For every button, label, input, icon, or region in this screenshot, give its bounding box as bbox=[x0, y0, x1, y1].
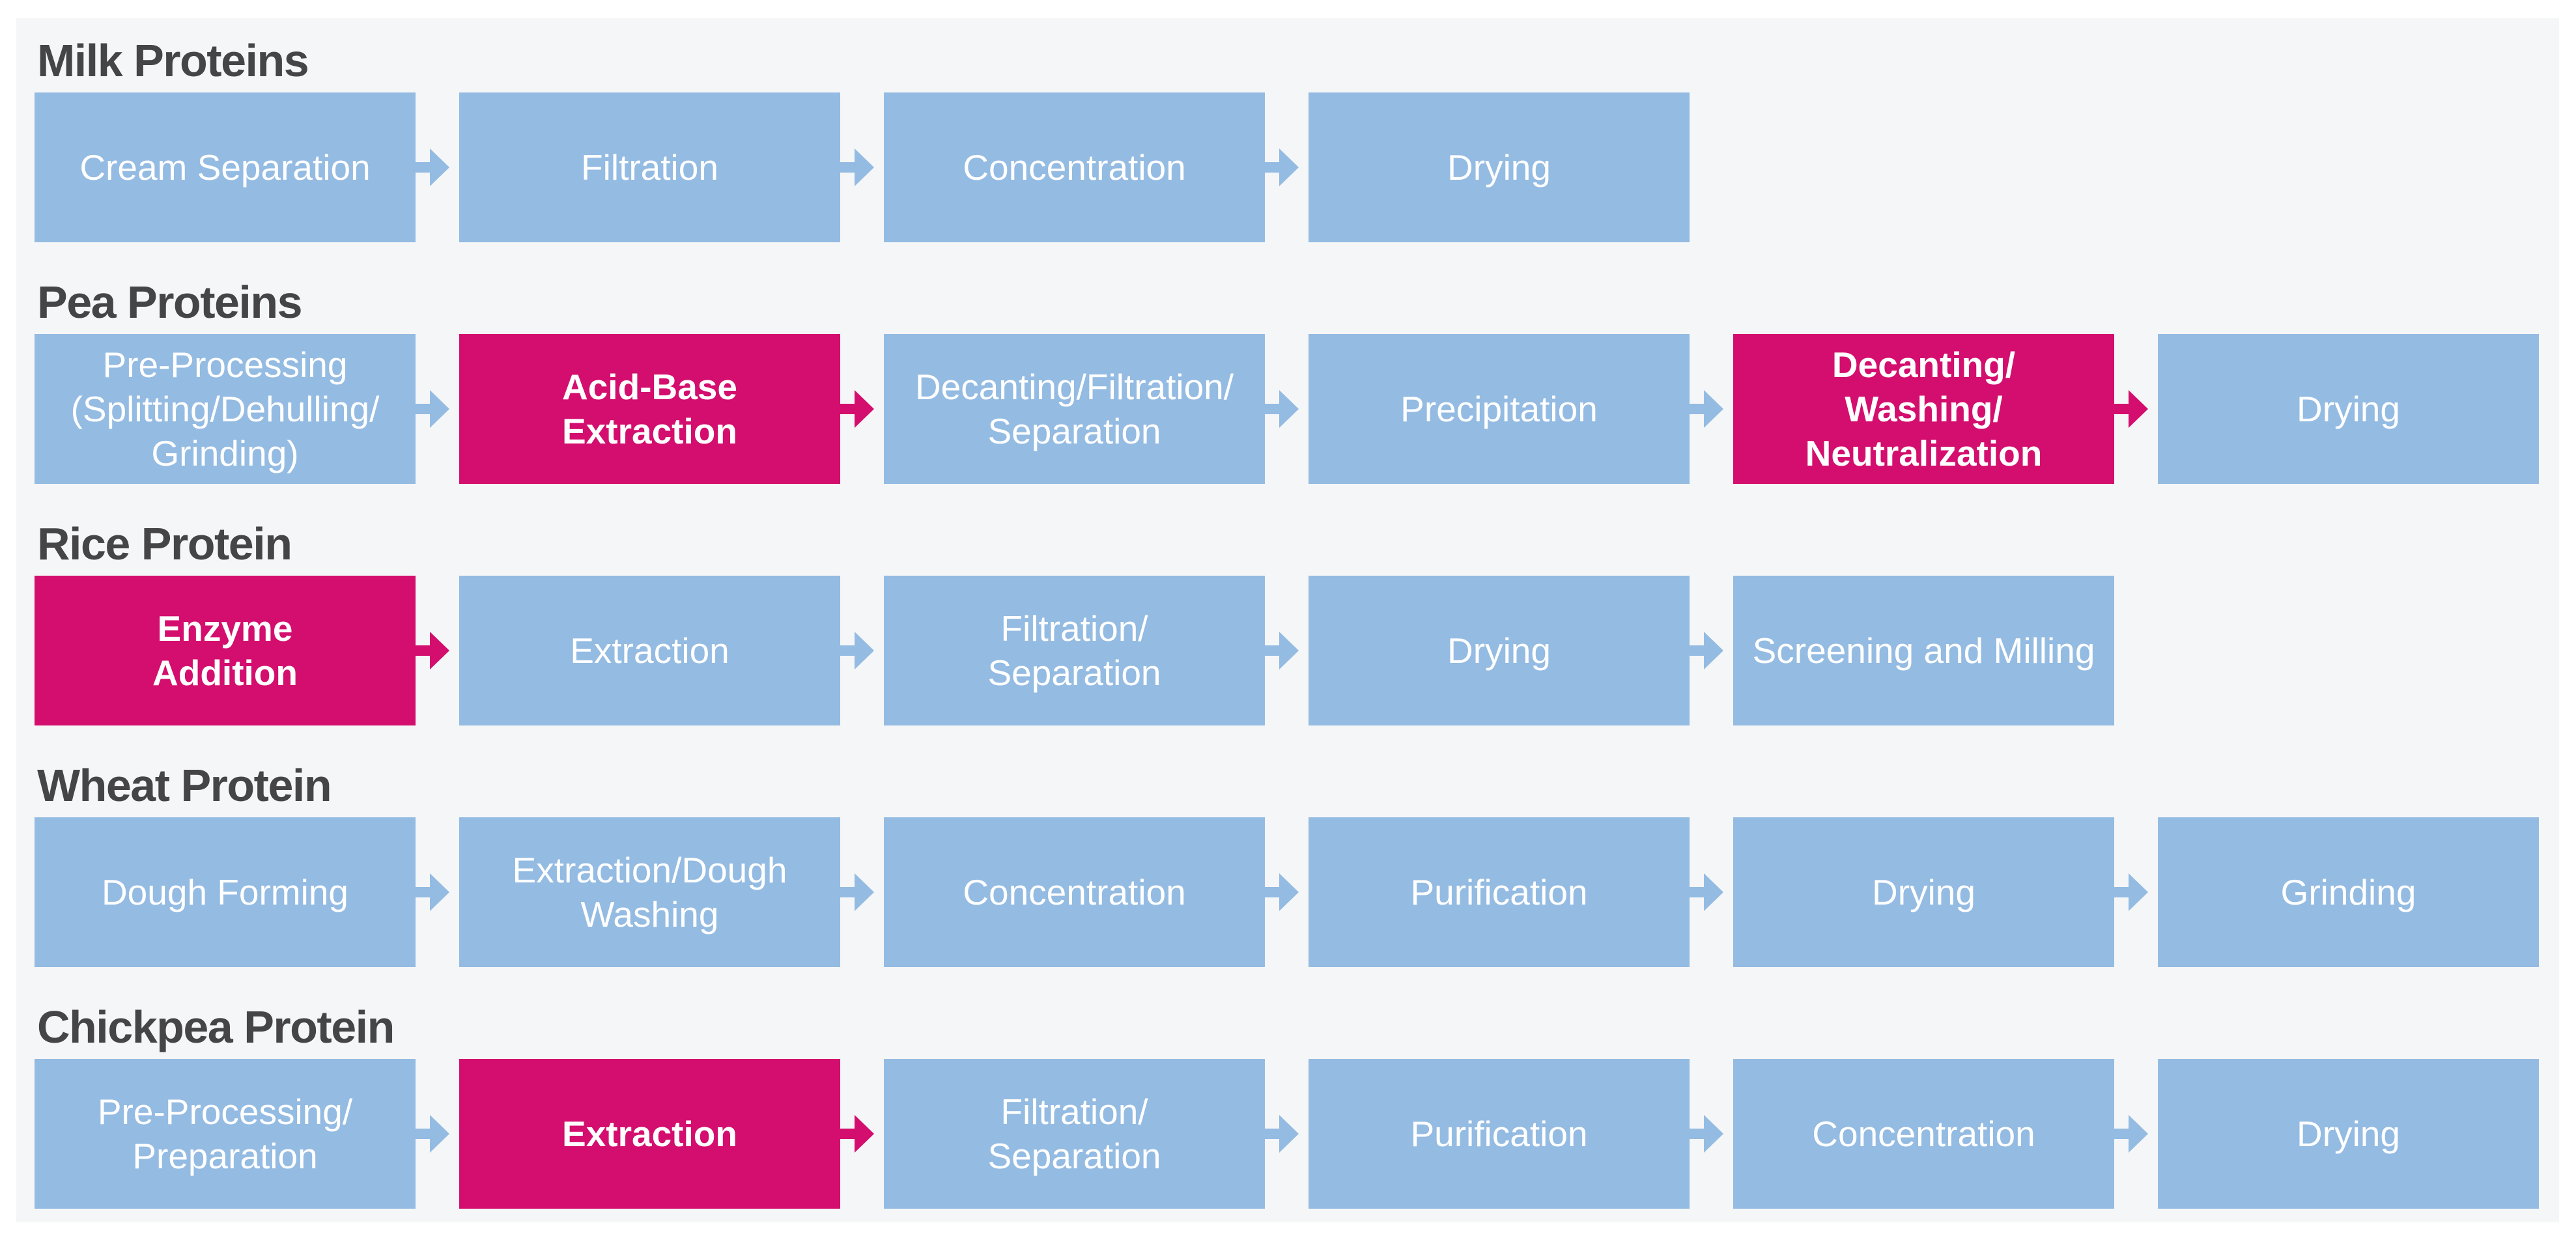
arrow-gap bbox=[1265, 334, 1309, 484]
arrow-right-icon bbox=[1265, 1115, 1299, 1153]
steps-row: Pre-Processing/ Preparation Extraction Fil… bbox=[35, 1059, 2539, 1209]
arrow-right-icon bbox=[416, 1115, 449, 1153]
step-box: Purification bbox=[1309, 817, 1690, 967]
step-box: Filtration/ Separation bbox=[884, 1059, 1265, 1209]
arrow-gap bbox=[2114, 817, 2158, 967]
arrow-gap bbox=[840, 334, 884, 484]
arrow-right-icon bbox=[1265, 148, 1299, 186]
arrow-right-icon bbox=[1265, 632, 1299, 669]
protein-flow-row: Pea Proteins Pre-Processing (Splitting/D… bbox=[35, 279, 2539, 484]
arrow-gap bbox=[840, 576, 884, 725]
arrow-right-icon bbox=[416, 873, 449, 911]
step-box: Precipitation bbox=[1309, 334, 1690, 484]
arrow-gap bbox=[416, 92, 459, 242]
arrow-right-icon bbox=[840, 1115, 874, 1153]
step-box: Extraction/Dough Washing bbox=[459, 817, 840, 967]
step-box: Filtration/ Separation bbox=[884, 576, 1265, 725]
arrow-right-icon bbox=[2114, 1115, 2148, 1153]
row-title: Wheat Protein bbox=[37, 760, 332, 811]
arrow-right-icon bbox=[416, 632, 449, 669]
arrow-gap bbox=[1265, 576, 1309, 725]
protein-flow-row: Milk Proteins Cream Separation Filtration… bbox=[35, 38, 2539, 242]
arrow-right-icon bbox=[840, 390, 874, 428]
step-box-highlighted: Acid-Base Extraction bbox=[459, 334, 840, 484]
step-box-highlighted: Extraction bbox=[459, 1059, 840, 1209]
arrow-gap bbox=[840, 817, 884, 967]
arrow-right-icon bbox=[2114, 390, 2148, 428]
arrow-right-icon bbox=[416, 390, 449, 428]
step-box: Drying bbox=[1309, 576, 1690, 725]
arrow-right-icon bbox=[1690, 873, 1723, 911]
step-box-highlighted: Enzyme Addition bbox=[35, 576, 416, 725]
arrow-right-icon bbox=[2114, 873, 2148, 911]
arrow-right-icon bbox=[1265, 873, 1299, 911]
step-box: Concentration bbox=[884, 817, 1265, 967]
arrow-gap bbox=[416, 817, 459, 967]
step-box: Extraction bbox=[459, 576, 840, 725]
arrow-gap bbox=[1690, 1059, 1733, 1209]
step-box: Drying bbox=[1733, 817, 2114, 967]
arrow-right-icon bbox=[840, 873, 874, 911]
arrow-gap bbox=[2114, 334, 2158, 484]
arrow-gap bbox=[840, 92, 884, 242]
step-box: Concentration bbox=[1733, 1059, 2114, 1209]
arrow-right-icon bbox=[1690, 390, 1723, 428]
steps-row: Pre-Processing (Splitting/Dehulling/ Gri… bbox=[35, 334, 2539, 484]
row-title: Milk Proteins bbox=[37, 35, 309, 86]
arrow-gap bbox=[1690, 334, 1733, 484]
arrow-gap bbox=[2114, 1059, 2158, 1209]
arrow-gap bbox=[840, 1059, 884, 1209]
step-box: Filtration bbox=[459, 92, 840, 242]
arrow-gap bbox=[416, 1059, 459, 1209]
arrow-right-icon bbox=[1690, 632, 1723, 669]
protein-flow-row: Rice Protein Enzyme Addition Extraction Fi… bbox=[35, 521, 2539, 725]
step-box: Concentration bbox=[884, 92, 1265, 242]
arrow-gap bbox=[1690, 576, 1733, 725]
step-box: Drying bbox=[2158, 334, 2539, 484]
arrow-right-icon bbox=[1690, 1115, 1723, 1153]
arrow-gap bbox=[1265, 92, 1309, 242]
step-box: Decanting/Filtration/ Separation bbox=[884, 334, 1265, 484]
step-box: Purification bbox=[1309, 1059, 1690, 1209]
row-title: Rice Protein bbox=[37, 518, 292, 569]
arrow-gap bbox=[416, 576, 459, 725]
arrow-gap bbox=[1265, 1059, 1309, 1209]
step-box: Pre-Processing (Splitting/Dehulling/ Gri… bbox=[35, 334, 416, 484]
arrow-gap bbox=[1690, 817, 1733, 967]
step-box: Drying bbox=[1309, 92, 1690, 242]
step-box: Grinding bbox=[2158, 817, 2539, 967]
step-box: Screening and Milling bbox=[1733, 576, 2114, 725]
arrow-right-icon bbox=[1265, 390, 1299, 428]
steps-row: Enzyme Addition Extraction Filtration/ Sep… bbox=[35, 576, 2539, 725]
row-title: Pea Proteins bbox=[37, 277, 303, 328]
steps-row: Dough Forming Extraction/Dough Washing Con… bbox=[35, 817, 2539, 967]
arrow-right-icon bbox=[840, 148, 874, 186]
row-title: Chickpea Protein bbox=[37, 1002, 395, 1052]
arrow-gap bbox=[416, 334, 459, 484]
arrow-right-icon bbox=[416, 148, 449, 186]
step-box: Pre-Processing/ Preparation bbox=[35, 1059, 416, 1209]
arrow-right-icon bbox=[840, 632, 874, 669]
step-box-highlighted: Decanting/ Washing/ Neutralization bbox=[1733, 334, 2114, 484]
step-box: Cream Separation bbox=[35, 92, 416, 242]
protein-flow-row: Wheat Protein Dough Forming Extraction/Do… bbox=[35, 763, 2539, 967]
step-box: Dough Forming bbox=[35, 817, 416, 967]
arrow-gap bbox=[1265, 817, 1309, 967]
protein-flow-row: Chickpea Protein Pre-Processing/ Prepara… bbox=[35, 1004, 2539, 1209]
step-box: Drying bbox=[2158, 1059, 2539, 1209]
steps-row: Cream Separation Filtration Concentration D… bbox=[35, 92, 2539, 242]
